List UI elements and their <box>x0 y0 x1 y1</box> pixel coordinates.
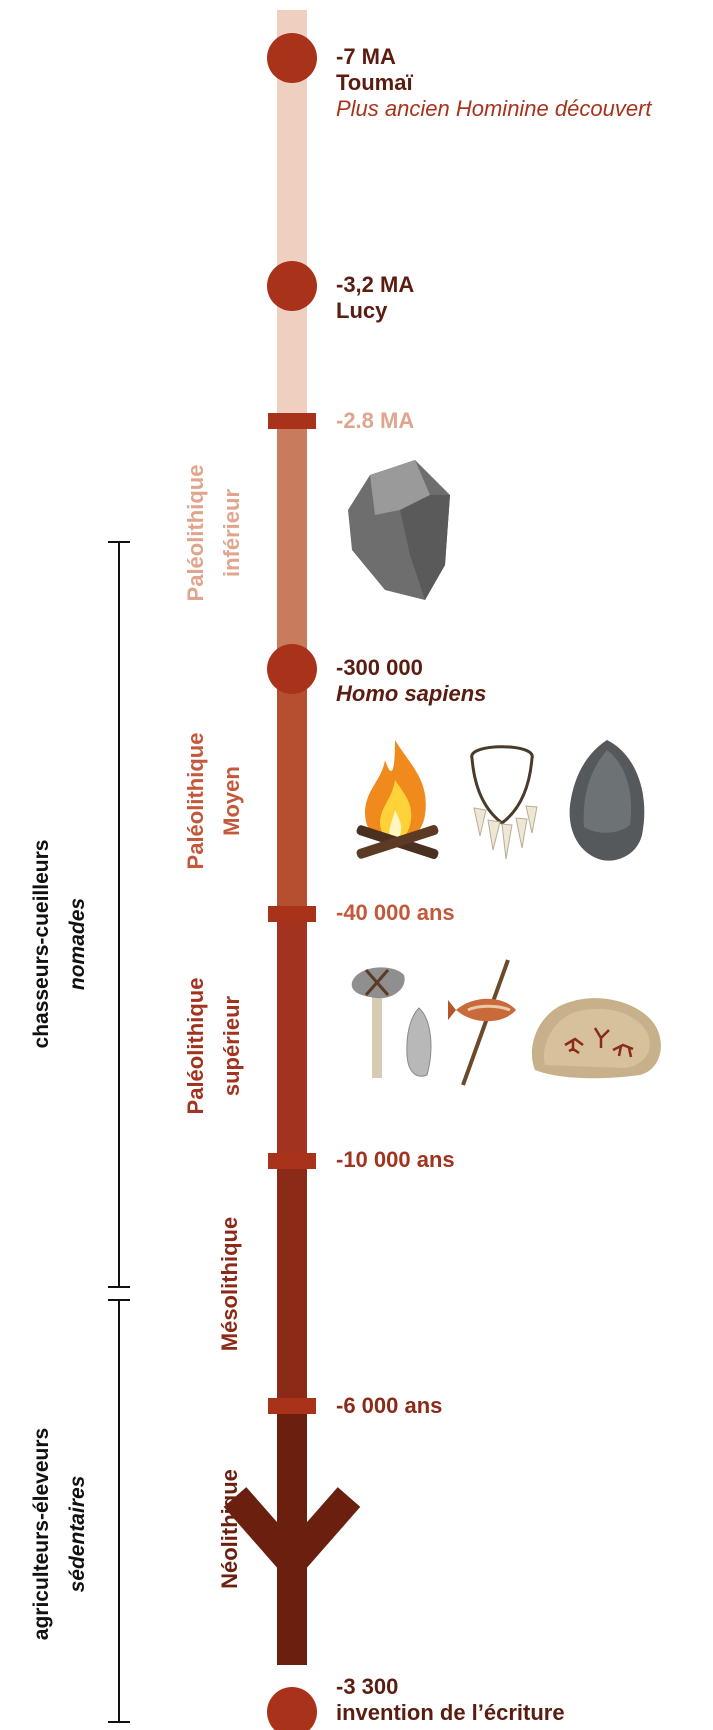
axis-tick <box>268 413 316 429</box>
axis-segment-mesolithic <box>277 1160 307 1405</box>
stone-hammer-icon <box>348 960 408 1080</box>
event-2-8-ma: -2.8 MA <box>336 408 414 434</box>
event-homo-sapiens: -300 000 Homo sapiens <box>336 655 486 707</box>
event-date: -7 MA <box>336 44 652 70</box>
event-date: -3,2 MA <box>336 272 414 298</box>
axis-segment-middle-paleolithic <box>277 670 307 915</box>
event-date: -40 000 ans <box>336 900 455 926</box>
axis-tick <box>268 1153 316 1169</box>
event-lucy: -3,2 MA Lucy <box>336 272 414 324</box>
event-name: invention de l’écriture <box>336 1700 565 1726</box>
bracket-nomades <box>108 542 130 1287</box>
flint-blade-icon <box>402 1005 437 1080</box>
spear-fish-icon <box>448 955 523 1090</box>
hand-axe-icon <box>340 455 460 605</box>
biface-icon <box>562 735 652 865</box>
event-10000: -10 000 ans <box>336 1147 455 1173</box>
axis-dot <box>267 1687 317 1730</box>
event-40000: -40 000 ans <box>336 900 455 926</box>
bracket-sedentaires <box>108 1300 130 1722</box>
event-date: -10 000 ans <box>336 1147 455 1173</box>
event-description: Plus ancien Hominine découvert <box>336 96 652 122</box>
event-date: -3 300 <box>336 1674 565 1700</box>
event-name: Lucy <box>336 298 414 324</box>
axis-tick <box>268 1398 316 1414</box>
axis-segment-upper-paleolithic <box>277 915 307 1160</box>
event-6000: -6 000 ans <box>336 1393 442 1419</box>
axis-dot <box>267 261 317 311</box>
event-writing: -3 300 invention de l’écriture <box>336 1674 565 1726</box>
event-name: Toumaï <box>336 70 652 96</box>
event-date: -2.8 MA <box>336 408 414 434</box>
axis-dot <box>267 33 317 83</box>
axis-segment-lower-paleolithic <box>277 420 307 670</box>
tooth-necklace-icon <box>462 738 542 868</box>
event-date: -6 000 ans <box>336 1393 442 1419</box>
axis-tick <box>268 906 316 922</box>
axis-dot <box>267 644 317 694</box>
cave-painting-rock-icon <box>525 990 665 1080</box>
event-name: Homo sapiens <box>336 681 486 707</box>
campfire-icon <box>350 735 445 865</box>
period-mesolithic: Mésolithique <box>212 1204 248 1364</box>
event-toumai: -7 MA Toumaï Plus ancien Hominine découv… <box>336 44 652 122</box>
event-date: -300 000 <box>336 655 486 681</box>
period-neolithic: Néolithique <box>212 1459 248 1599</box>
